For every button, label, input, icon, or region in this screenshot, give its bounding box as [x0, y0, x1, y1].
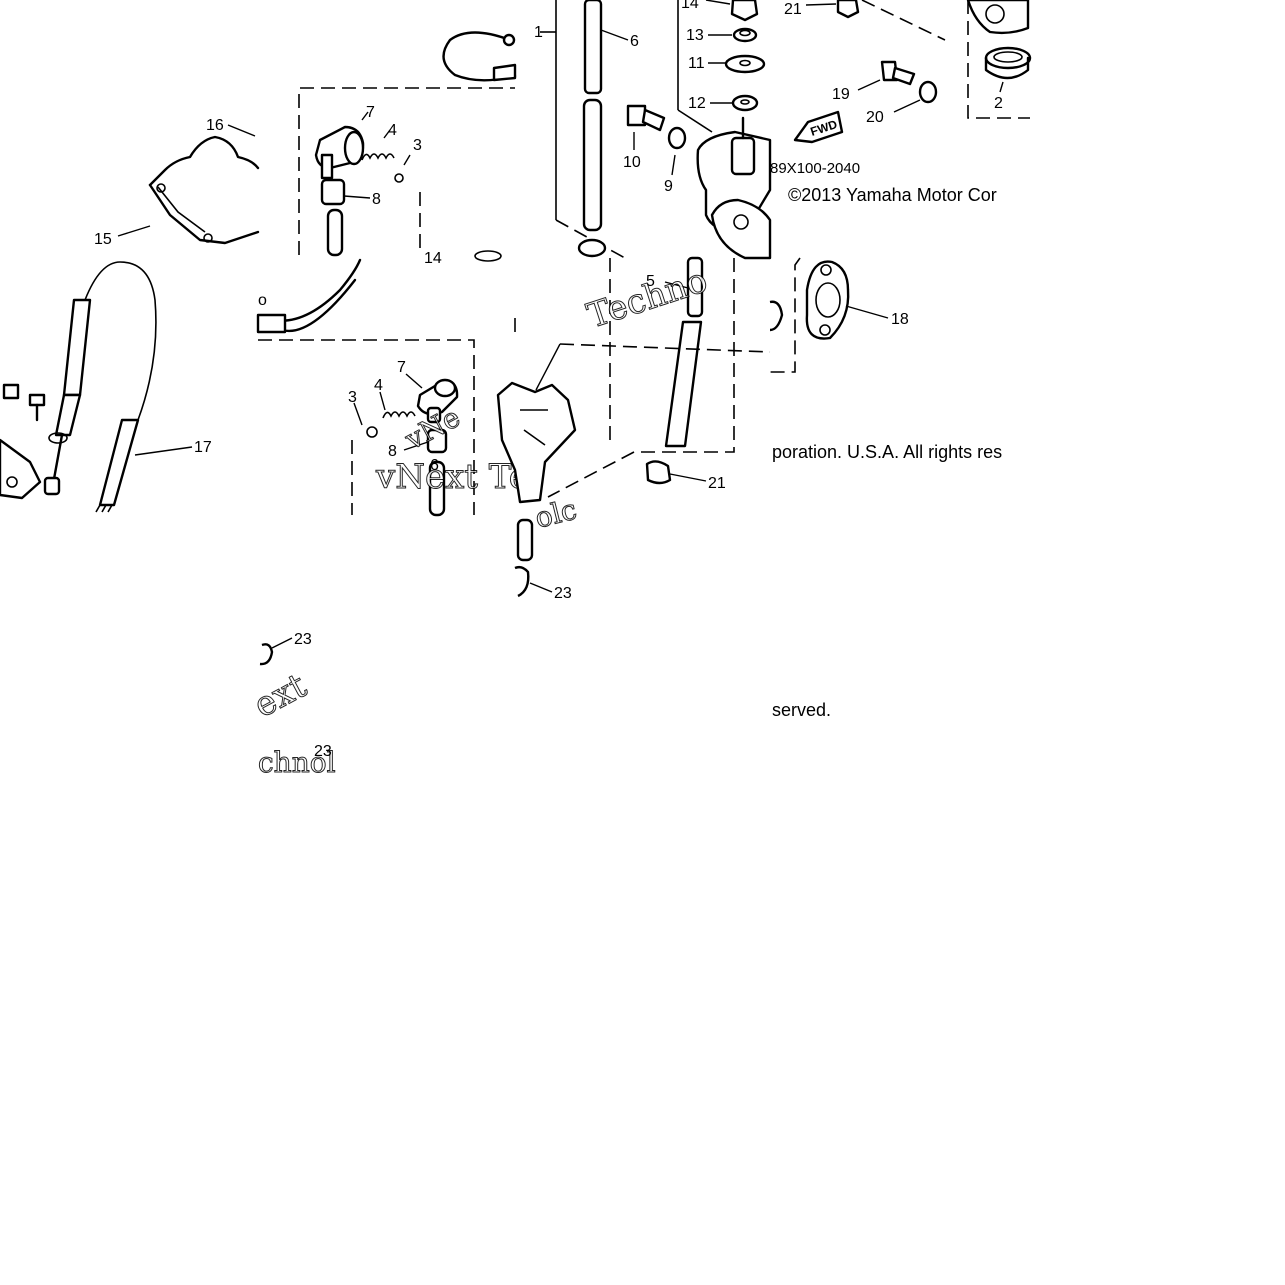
callout-18: 18	[891, 311, 909, 328]
callout-23a: 23	[554, 585, 572, 602]
watermark-text: chnol	[258, 746, 336, 779]
watermark-text: vNext Te	[375, 457, 529, 497]
check-valve-panel: 7 4 3 8 14 o 3 4 7 8 6 vNext Te	[247, 31, 529, 780]
copyright-line: ©2013 Yamaha Motor Cor	[788, 185, 997, 205]
fwd-arrow-icon: FWD	[793, 110, 844, 144]
callout-21a: 21	[784, 1, 802, 18]
watermark-text: ext	[247, 666, 313, 726]
callout-20: 20	[866, 109, 884, 126]
callout-17: 17	[194, 439, 212, 456]
callout-13: 13	[686, 27, 704, 44]
center-panel: 1 6 14 13 11 12 10 9	[496, 0, 772, 602]
callout-23b: 23	[294, 631, 312, 648]
callout-21b: 21	[708, 475, 726, 492]
callout-14a: 14	[681, 0, 699, 12]
callout-10: 10	[623, 154, 641, 171]
callout-1: 1	[534, 24, 543, 41]
callout-3b: 3	[348, 389, 357, 406]
callout-2: 2	[994, 95, 1003, 112]
callout-19: 19	[832, 86, 850, 103]
callout-4b: 4	[374, 377, 383, 394]
callout-15: 15	[94, 231, 112, 248]
callout-14b: 14	[424, 250, 442, 267]
callout-11: 11	[688, 55, 705, 72]
callout-6-partial: o	[258, 292, 267, 309]
copyright-line: poration. U.S.A. All rights res	[772, 442, 1002, 462]
callout-7a: 7	[366, 104, 375, 121]
left-strip: 16 15 17	[0, 117, 260, 513]
copyright-line: served.	[772, 700, 831, 720]
callout-16: 16	[206, 117, 224, 134]
callout-5: 5	[646, 273, 655, 290]
callout-6b: 6	[430, 457, 439, 474]
callout-7b: 7	[397, 359, 406, 376]
callout-12: 12	[688, 95, 706, 112]
diagram-code: 89X100-2040	[770, 160, 860, 177]
callout-8b: 8	[388, 443, 397, 460]
callout-9: 9	[664, 178, 673, 195]
callout-3a: 3	[413, 137, 422, 154]
callout-23c: 23	[314, 743, 332, 760]
callout-8a: 8	[372, 191, 381, 208]
right-panel: 21 2 19 20 FWD 89X100-2040 ©2013 Yamaha …	[769, 0, 1032, 720]
callout-4a: 4	[388, 122, 397, 139]
callout-6a: 6	[630, 33, 639, 50]
